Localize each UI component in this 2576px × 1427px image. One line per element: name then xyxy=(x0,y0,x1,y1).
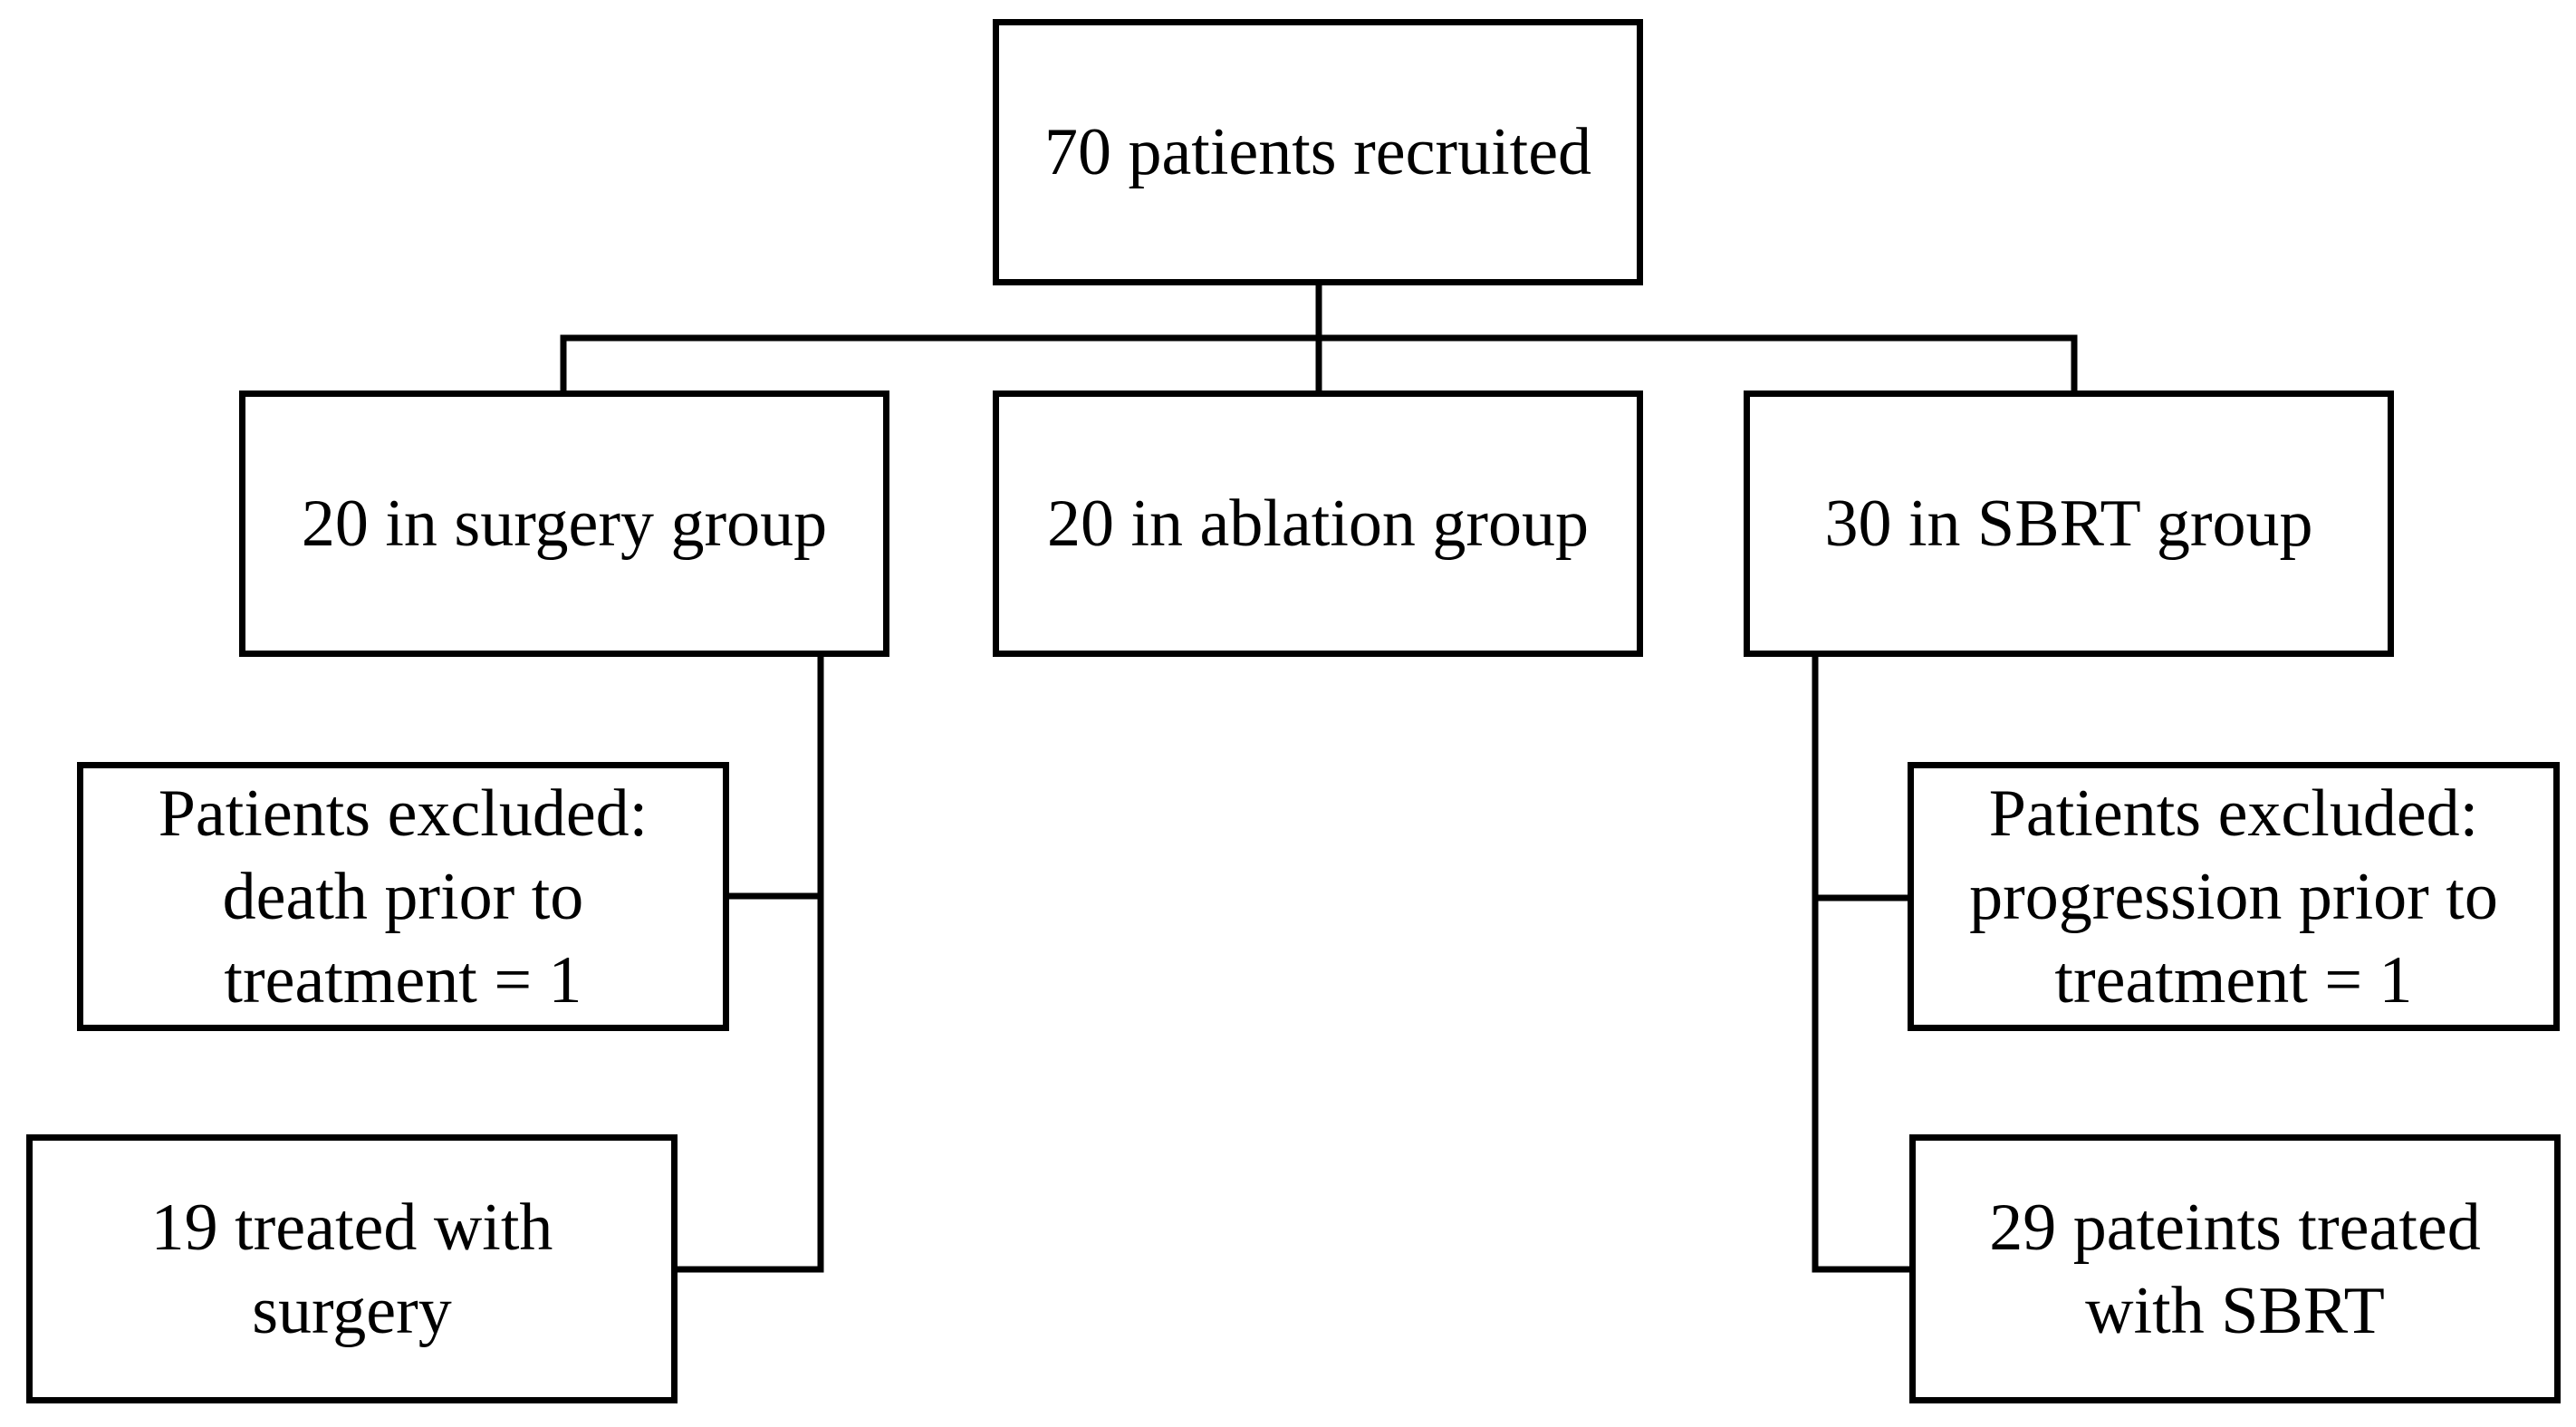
node-patients-recruited: 70 patients recruited xyxy=(993,19,1643,285)
node-ablation-group: 20 in ablation group xyxy=(993,390,1643,657)
node-surgery-treated-label: 19 treated with surgery xyxy=(150,1190,553,1348)
node-sbrt-treated-label: 29 pateints treated with SBRT xyxy=(1989,1190,2481,1348)
node-surgery-group-label: 20 in surgery group xyxy=(301,487,828,561)
node-surgery-excluded-label: Patients excluded: death prior to treatm… xyxy=(158,776,649,1017)
node-sbrt-group-label: 30 in SBRT group xyxy=(1824,487,2313,561)
node-surgery-excluded: Patients excluded: death prior to treatm… xyxy=(77,762,729,1031)
node-patients-recruited-label: 70 patients recruited xyxy=(1043,115,1592,189)
node-surgery-group: 20 in surgery group xyxy=(239,390,889,657)
node-ablation-group-label: 20 in ablation group xyxy=(1046,487,1590,561)
node-sbrt-group: 30 in SBRT group xyxy=(1744,390,2394,657)
node-sbrt-excluded-label: Patients excluded: progression prior to … xyxy=(1969,776,2498,1017)
node-sbrt-treated: 29 pateints treated with SBRT xyxy=(1909,1134,2561,1403)
node-surgery-treated: 19 treated with surgery xyxy=(26,1134,678,1403)
node-sbrt-excluded: Patients excluded: progression prior to … xyxy=(1908,762,2560,1031)
